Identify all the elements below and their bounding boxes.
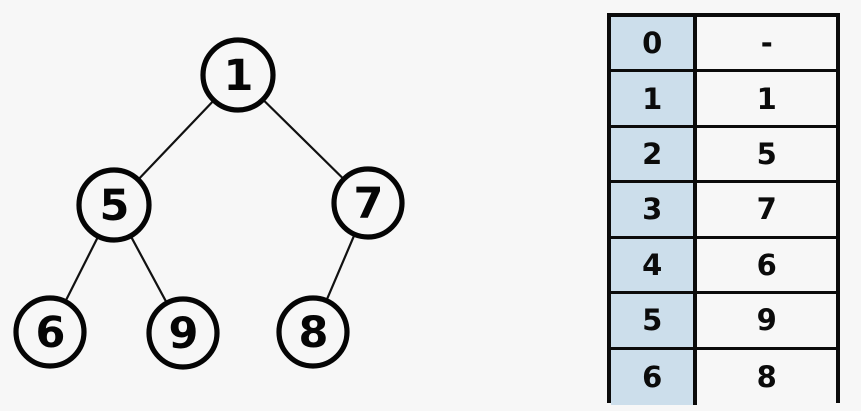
tree-edge-7-8 [324,232,357,303]
tree-node-circle-9 [146,296,220,370]
tree-node-6[interactable]: 6 [13,295,87,369]
tree-node-9[interactable]: 9 [146,296,220,370]
array-index-cell: 2 [611,127,697,181]
array-value-cell: 9 [697,294,836,347]
array-index-cell: 4 [611,238,697,292]
binary-tree-diagram: 1 5 7 6 9 8 [13,37,405,370]
tree-node-circle-1 [200,37,276,113]
tree-node-7[interactable]: 7 [331,166,405,240]
array-value-cell: - [697,17,836,70]
array-index-cell: 3 [611,183,697,236]
tree-node-8[interactable]: 8 [276,295,350,369]
array-value-cell: 6 [697,238,836,292]
tree-edge-layer [63,97,357,306]
tree-node-circle-6 [13,295,87,369]
tree-edge-5-9 [129,233,169,306]
tree-node-label-1: 1 [224,51,253,101]
array-index-cell: 0 [611,17,697,70]
tree-node-label-5: 5 [100,181,129,231]
tree-edge-1-5 [136,98,216,182]
tree-edge-1-7 [261,97,346,181]
tree-node-layer: 1 5 7 6 9 8 [13,37,405,370]
tree-node-label-6: 6 [36,308,65,358]
array-value-cell: 1 [697,72,836,125]
array-value-cell: 5 [697,127,836,181]
tree-node-1[interactable]: 1 [200,37,276,113]
array-index-cell: 5 [611,294,697,347]
tree-node-5[interactable]: 5 [76,167,152,243]
tree-node-label-9: 9 [169,309,198,359]
tree-node-circle-7 [331,166,405,240]
tree-node-circle-8 [276,295,350,369]
tree-node-label-7: 7 [354,179,383,229]
array-value-cell: 7 [697,183,836,236]
array-value-cell: 8 [697,349,836,405]
array-index-cell: 6 [611,349,697,405]
table-row: 0- [611,17,836,73]
tree-edge-5-6 [63,234,100,304]
tree-node-label-8: 8 [299,308,328,358]
array-index-cell: 1 [611,72,697,125]
tree-node-circle-5 [76,167,152,243]
